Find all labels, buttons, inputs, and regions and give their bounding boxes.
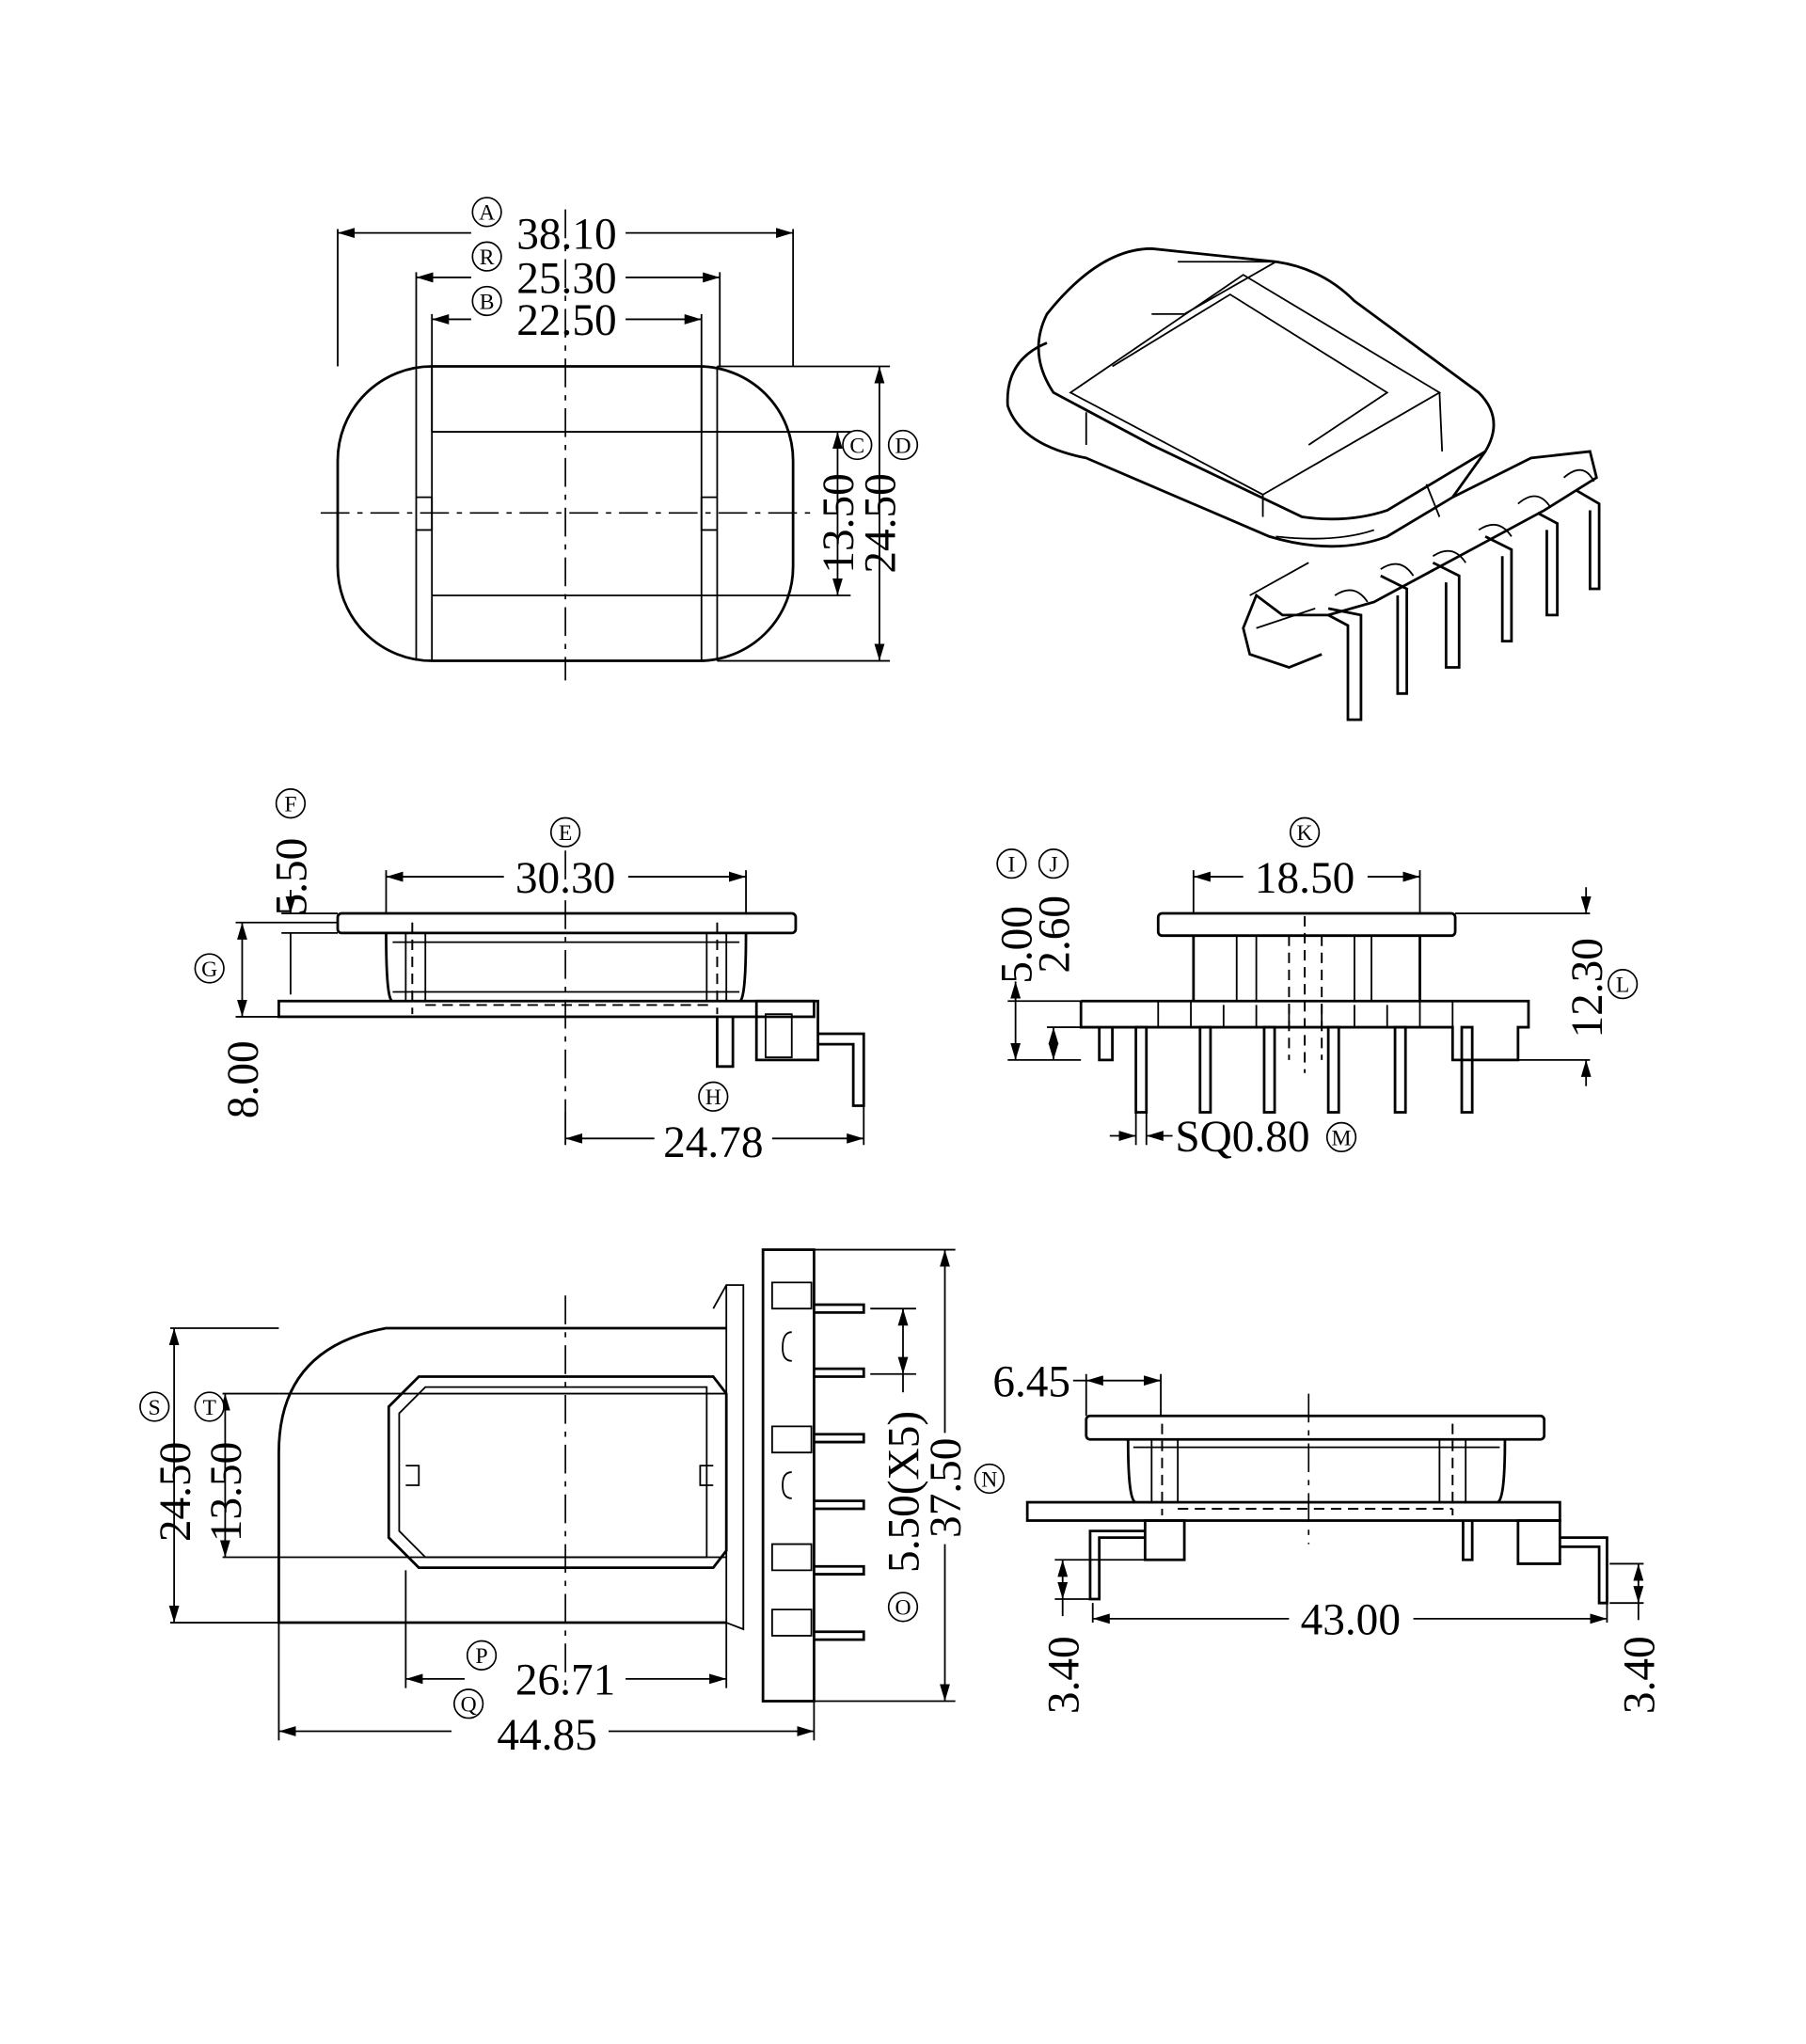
label-o: O — [887, 1592, 919, 1623]
label-j: J — [1038, 848, 1069, 879]
label-g: G — [194, 953, 225, 984]
dim-c-value: 13.50 — [815, 473, 863, 573]
dim-o-value: 5.50(X5) — [880, 1411, 929, 1573]
dim-g-value: 8.00 — [219, 1040, 268, 1118]
dim-m-value: SQ0.80 — [1175, 1113, 1309, 1162]
isometric-view — [1006, 246, 1601, 721]
bottom-view: 24.50 13.50 S T 5.50(X5) O 37.50 N 26.71… — [139, 1248, 1005, 1760]
top-view: 38.10 25.30 22.50 A R B 13.50 24.50 C D — [320, 197, 919, 681]
dim-k-value: 18.50 — [1255, 854, 1354, 903]
label-h: H — [698, 1081, 729, 1112]
svg-text:D: D — [895, 434, 911, 458]
svg-text:H: H — [705, 1085, 721, 1110]
dim-t-value: 13.50 — [202, 1442, 251, 1542]
dim-i-value: 5.00 — [992, 906, 1041, 984]
svg-text:J: J — [1049, 853, 1057, 878]
svg-text:Q: Q — [461, 1693, 477, 1718]
svg-text:E: E — [559, 821, 572, 846]
label-p: P — [466, 1640, 498, 1671]
label-c: C — [842, 429, 873, 461]
dim-e-value: 30.30 — [515, 854, 615, 903]
dim-n-value: 37.50 — [922, 1438, 971, 1538]
dim-l-value: 12.30 — [1563, 938, 1612, 1038]
label-m: M — [1325, 1121, 1357, 1153]
label-i: I — [996, 848, 1027, 879]
svg-text:I: I — [1008, 853, 1016, 878]
svg-text:L: L — [1616, 974, 1629, 998]
dim-d-value: 24.50 — [857, 473, 906, 573]
label-r: R — [471, 241, 502, 272]
dim-b-value: 22.50 — [516, 296, 616, 345]
svg-text:A: A — [479, 201, 495, 226]
label-n: N — [974, 1463, 1005, 1495]
dim-q-value: 44.85 — [497, 1711, 596, 1760]
front-view: 6.45 43.00 3.40 3.40 — [992, 1357, 1664, 1714]
dim-3-40-right-value: 3.40 — [1616, 1636, 1665, 1714]
label-l: L — [1608, 969, 1639, 1000]
svg-text:R: R — [480, 246, 495, 270]
svg-text:B: B — [480, 290, 495, 314]
label-d: D — [887, 429, 919, 461]
svg-text:S: S — [149, 1396, 161, 1420]
label-e: E — [549, 816, 581, 848]
side-view: 30.30 E 5.50 F 8.00 G 24.78 H — [194, 788, 865, 1167]
svg-text:M: M — [1332, 1126, 1352, 1150]
label-a: A — [471, 197, 502, 228]
label-k: K — [1289, 816, 1321, 848]
dim-43-00-value: 43.00 — [1301, 1596, 1401, 1645]
svg-text:F: F — [284, 793, 296, 817]
dim-6-45-value: 6.45 — [992, 1357, 1070, 1406]
end-view: 18.50 K 5.00 I 2.60 J 12.30 L SQ0.80 M — [992, 816, 1639, 1162]
svg-text:K: K — [1297, 821, 1313, 846]
dim-j-value: 2.60 — [1031, 895, 1080, 974]
label-f: F — [275, 788, 307, 819]
dim-3-40-left-value: 3.40 — [1039, 1636, 1088, 1714]
dim-s-value: 24.50 — [151, 1442, 200, 1542]
dim-h-value: 24.78 — [663, 1118, 763, 1167]
label-b: B — [471, 285, 502, 317]
dim-f-value: 5.50 — [268, 838, 317, 916]
dim-r-value: 25.30 — [516, 255, 616, 304]
svg-text:P: P — [475, 1644, 487, 1669]
label-q: Q — [452, 1688, 484, 1719]
dim-p-value: 26.71 — [515, 1656, 615, 1705]
svg-text:O: O — [895, 1596, 911, 1621]
label-t: T — [194, 1391, 225, 1422]
svg-text:G: G — [201, 958, 217, 982]
svg-text:C: C — [849, 434, 864, 458]
svg-text:T: T — [202, 1396, 216, 1420]
svg-text:N: N — [981, 1467, 997, 1492]
dim-a-value: 38.10 — [516, 210, 616, 259]
label-s: S — [139, 1391, 170, 1422]
